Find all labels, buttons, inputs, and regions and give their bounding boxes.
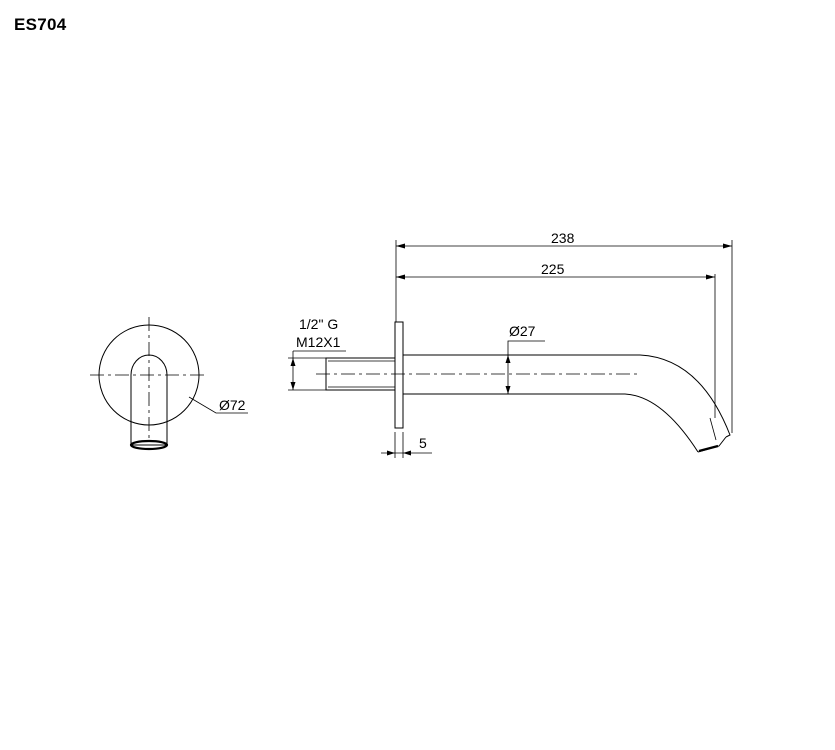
dim-238-arrow-left — [396, 243, 405, 249]
dim-27-label: Ø27 — [509, 323, 536, 339]
side-view: 238 225 Ø27 1/2" G M12X1 5 — [288, 230, 733, 458]
dim-27-leader — [507, 340, 545, 394]
front-view: Ø72 — [90, 317, 248, 451]
dim-5-arrow-right — [403, 450, 411, 456]
dim-5-arrow-left — [387, 450, 395, 456]
dim-225-label: 225 — [541, 261, 565, 277]
dim-238-label: 238 — [551, 230, 575, 246]
spout-body-front — [130, 354, 168, 444]
thread-pipe-label: 1/2" G — [299, 316, 338, 332]
spout-pipe-side — [403, 354, 731, 438]
dim-5-label: 5 — [419, 435, 427, 451]
dim-27-arrow-bottom — [505, 386, 511, 394]
spout-outlet-lip — [698, 444, 719, 453]
dim-225-arrow-right — [706, 274, 715, 280]
thread-arrow-top — [290, 358, 296, 366]
flange-plate-side — [394, 321, 404, 429]
model-code-title: ES704 — [14, 15, 67, 34]
thread-metric-label: M12X1 — [296, 334, 341, 350]
spout-pipe-underside — [403, 393, 699, 453]
flange-diameter-label: Ø72 — [219, 397, 246, 413]
dim-225-arrow-left — [396, 274, 405, 280]
aerator-marker — [709, 417, 717, 441]
dim-238-arrow-right — [723, 243, 732, 249]
dim-27-arrow-top — [505, 355, 511, 363]
thread-arrow-bottom — [290, 382, 296, 390]
flange-diameter-leader — [188, 396, 248, 414]
